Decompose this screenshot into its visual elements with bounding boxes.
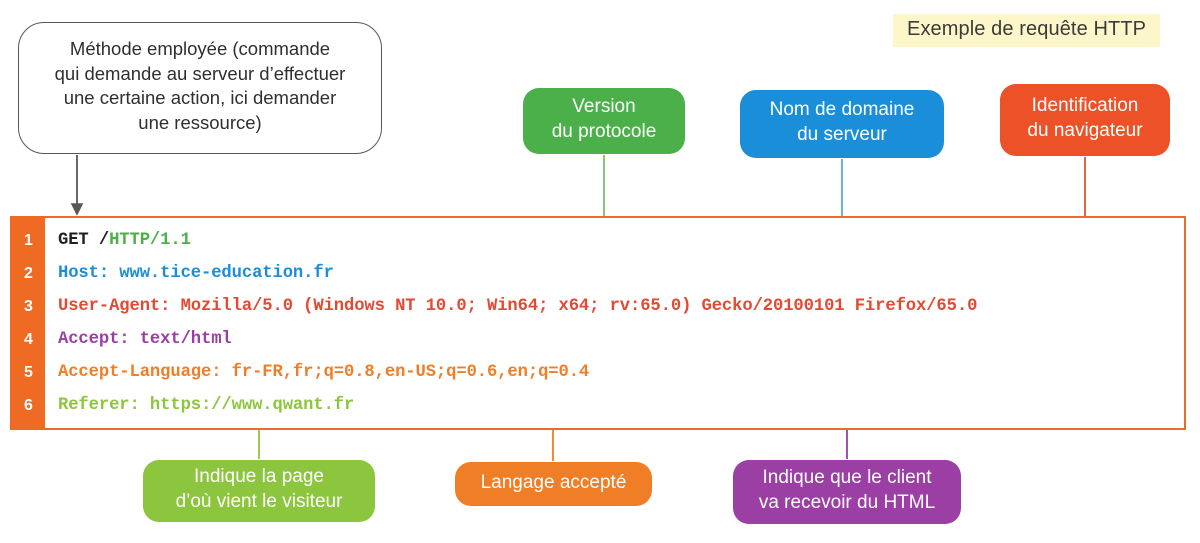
callout-method-line-4: une ressource) [138,111,262,133]
callout-language-line-1: Langage accepté [480,471,627,493]
code-token: Referer: https://www.qwant.fr [58,396,355,415]
code-token: Accept: text/html [58,330,232,349]
code-line: User-Agent: Mozilla/5.0 (Windows NT 10.0… [58,290,1184,323]
code-token: GET / [58,231,110,250]
code-token: Host: www.tice-education.fr [58,264,334,283]
line-number: 6 [24,397,33,414]
callout-method-line-2: qui demande au serveur d’effectuer [54,62,346,84]
http-request-code-block: 1 2 3 4 5 6 GET /HTTP/1.1 Host: www.tice… [10,216,1186,430]
callout-browser: Identification du navigateur [1000,84,1170,156]
line-number: 4 [24,331,33,348]
callout-browser-line-2: du navigateur [1027,120,1143,141]
callout-method: Méthode employée (commande qui demande a… [18,22,382,154]
code-line: Accept: text/html [58,323,1184,356]
callout-version-line-2: du protocole [551,121,657,142]
callout-language: Langage accepté [455,462,652,506]
code-token: HTTP/1.1 [109,231,191,250]
code-lines: GET /HTTP/1.1 Host: www.tice-education.f… [45,218,1184,428]
callout-version: Version du protocole [523,88,685,154]
line-number: 1 [24,232,33,249]
line-number: 3 [24,298,33,315]
callout-browser-line-1: Identification [1031,95,1139,117]
callout-version-line-1: Version [572,96,636,118]
code-line: Referer: https://www.qwant.fr [58,389,1184,422]
callout-accept-line-1: Indique que le client [762,467,932,489]
callout-domain: Nom de domaine du serveur [740,90,944,158]
code-line: GET /HTTP/1.1 [58,224,1184,257]
code-token: Accept-Language: fr-FR,fr;q=0.8,en-US;q=… [58,363,590,382]
line-number: 5 [24,364,33,381]
code-token: User-Agent: Mozilla/5.0 (Windows NT 10.0… [58,297,978,316]
callout-method-line-3: une certaine action, ici demander [63,87,337,109]
diagram-title: Exemple de requête HTTP [893,14,1161,47]
line-number: 2 [24,265,33,282]
callout-accept: Indique que le client va recevoir du HTM… [733,460,961,524]
callout-referer: Indique la page d’où vient le visiteur [143,460,375,522]
code-line: Host: www.tice-education.fr [58,257,1184,290]
callout-method-line-1: Méthode employée (commande [69,38,331,59]
line-number-gutter: 1 2 3 4 5 6 [12,218,45,428]
callout-referer-line-2: d’où vient le visiteur [175,491,343,512]
callout-referer-line-1: Indique la page [194,466,324,488]
callout-domain-line-1: Nom de domaine [769,99,915,121]
code-line: Accept-Language: fr-FR,fr;q=0.8,en-US;q=… [58,356,1184,389]
callout-domain-line-2: du serveur [797,124,887,145]
callout-accept-line-2: va recevoir du HTML [758,492,936,513]
